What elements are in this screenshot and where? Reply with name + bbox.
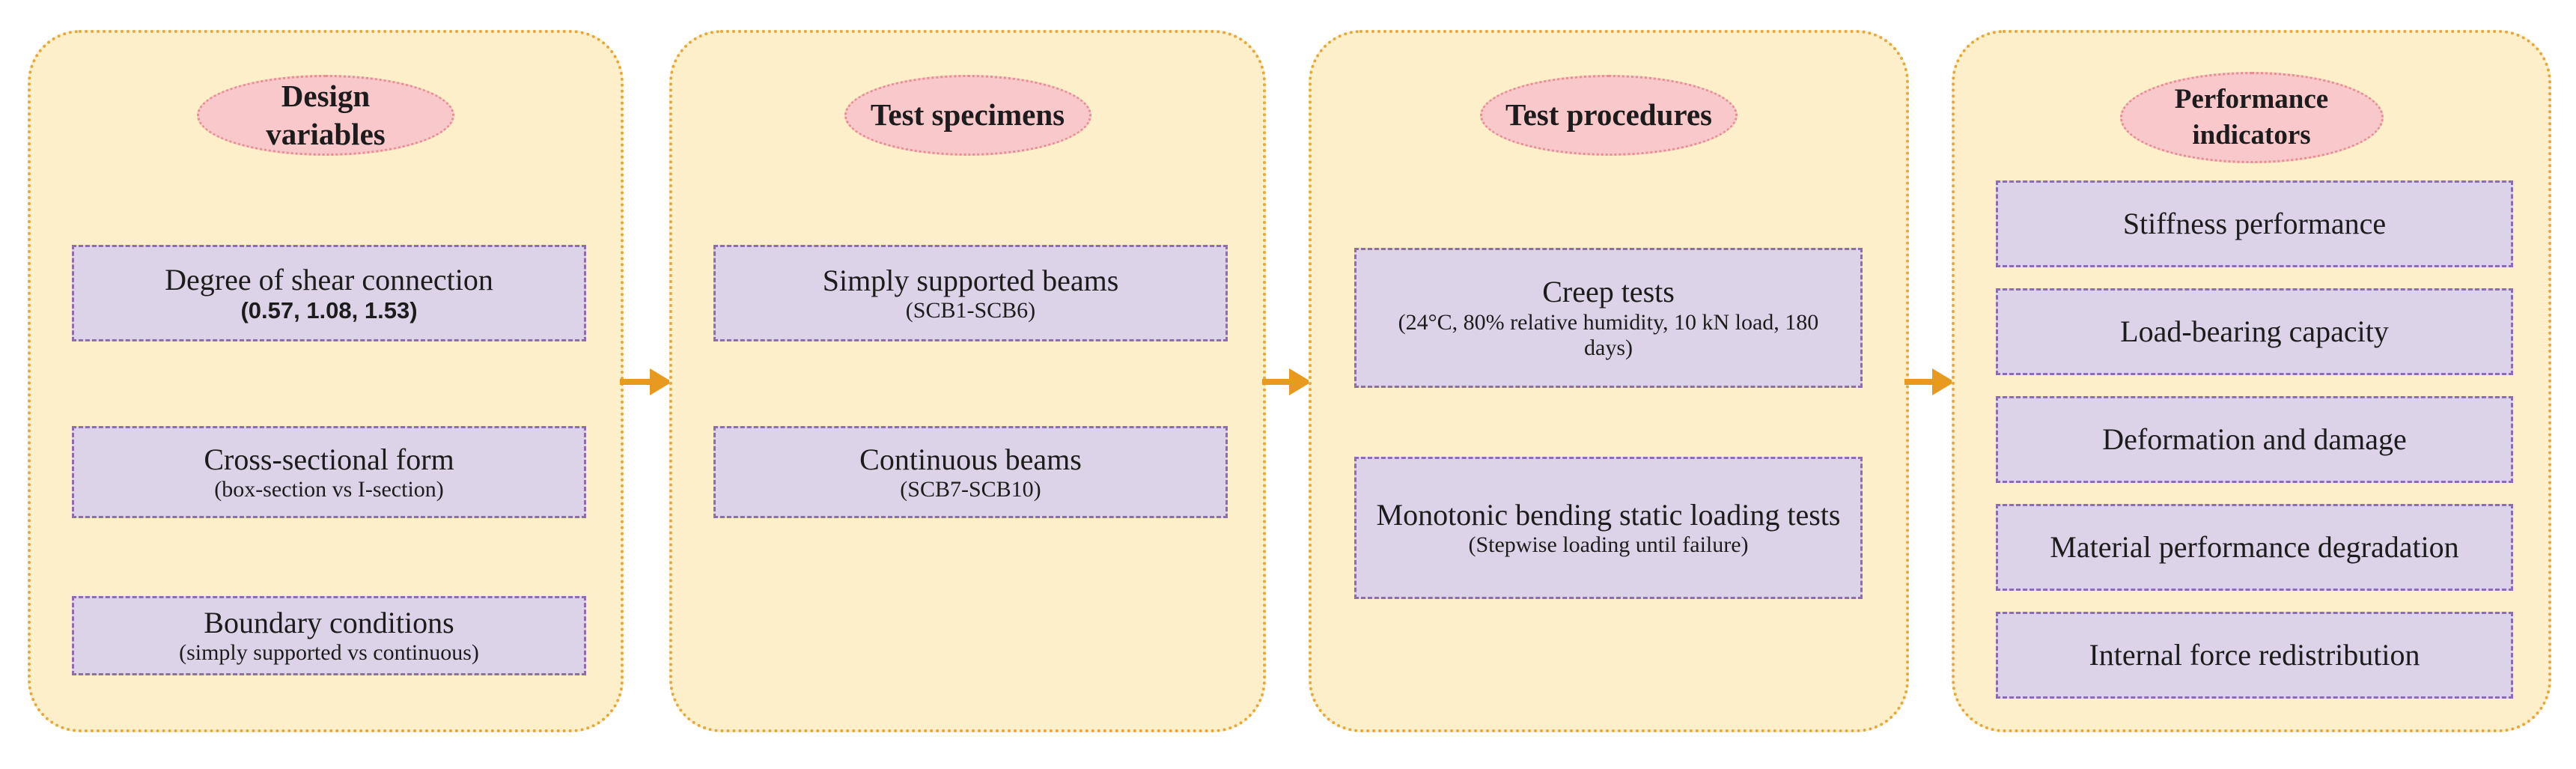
box-title: Continuous beams xyxy=(859,442,1082,476)
flow-arrow-icon xyxy=(620,368,672,395)
arrow-head xyxy=(1289,368,1312,395)
stage-panel-test-specimens: Test specimens Simply supported beams (S… xyxy=(669,30,1266,732)
box-title: Boundary conditions xyxy=(204,606,454,640)
arrow-head xyxy=(650,368,672,395)
flow-arrow-icon xyxy=(1262,368,1312,395)
stage-header-design-variables: Design variables xyxy=(197,75,454,156)
stage-panel-test-procedures: Test procedures Creep tests (24°C, 80% r… xyxy=(1309,30,1909,732)
item-box-simply-supported-beams: Simply supported beams (SCB1-SCB6) xyxy=(713,245,1228,341)
box-subtitle: (24°C, 80% relative humidity, 10 kN load… xyxy=(1398,309,1819,361)
box-title: Material performance degradation xyxy=(2050,530,2459,565)
item-box-monotonic-loading-tests: Monotonic bending static loading tests (… xyxy=(1354,457,1863,599)
arrow-head xyxy=(1932,368,1955,395)
box-subtitle: (simply supported vs continuous) xyxy=(179,640,479,666)
box-title: Internal force redistribution xyxy=(2089,638,2420,672)
flow-arrow-icon xyxy=(1904,368,1955,395)
item-box-creep-tests: Creep tests (24°C, 80% relative humidity… xyxy=(1354,248,1863,388)
item-box-load-bearing-capacity: Load-bearing capacity xyxy=(1996,288,2513,375)
item-box-material-performance-degradation: Material performance degradation xyxy=(1996,504,2513,591)
box-subtitle: (Stepwise loading until failure) xyxy=(1468,532,1749,558)
box-subtitle: (box-section vs I-section) xyxy=(214,476,444,502)
box-title: Load-bearing capacity xyxy=(2120,314,2389,349)
arrow-shaft xyxy=(1904,379,1937,385)
box-title: Stiffness performance xyxy=(2122,207,2387,241)
stage-header-test-procedures: Test procedures xyxy=(1480,75,1738,156)
box-subtitle: (SCB7-SCB10) xyxy=(900,476,1041,502)
box-subtitle: (SCB1-SCB6) xyxy=(905,297,1036,323)
item-box-cross-sectional-form: Cross-sectional form (box-section vs I-s… xyxy=(72,426,586,518)
box-title: Monotonic bending static loading tests xyxy=(1376,498,1841,532)
item-box-internal-force-redistribution: Internal force redistribution xyxy=(1996,612,2513,699)
box-subtitle: (0.57, 1.08, 1.53) xyxy=(240,297,418,324)
stage-header-performance-indicators: Performance indicators xyxy=(2119,72,2384,163)
box-title: Creep tests xyxy=(1542,275,1675,309)
arrow-shaft xyxy=(1262,379,1294,385)
item-box-continuous-beams: Continuous beams (SCB7-SCB10) xyxy=(713,426,1228,518)
item-box-stiffness-performance: Stiffness performance xyxy=(1996,180,2513,267)
item-box-deformation-and-damage: Deformation and damage xyxy=(1996,396,2513,483)
item-box-shear-connection: Degree of shear connection (0.57, 1.08, … xyxy=(72,245,586,341)
arrow-shaft xyxy=(620,379,654,385)
box-title: Simply supported beams xyxy=(822,263,1119,297)
stage-header-test-specimens: Test specimens xyxy=(844,75,1091,156)
box-title: Degree of shear connection xyxy=(165,263,493,297)
stage-panel-performance-indicators: Performance indicators Stiffness perform… xyxy=(1952,30,2551,732)
item-box-boundary-conditions: Boundary conditions (simply supported vs… xyxy=(72,596,586,675)
box-title: Cross-sectional form xyxy=(204,442,454,476)
stage-panel-design-variables: Design variables Degree of shear connect… xyxy=(28,30,624,732)
box-title: Deformation and damage xyxy=(2102,422,2407,457)
